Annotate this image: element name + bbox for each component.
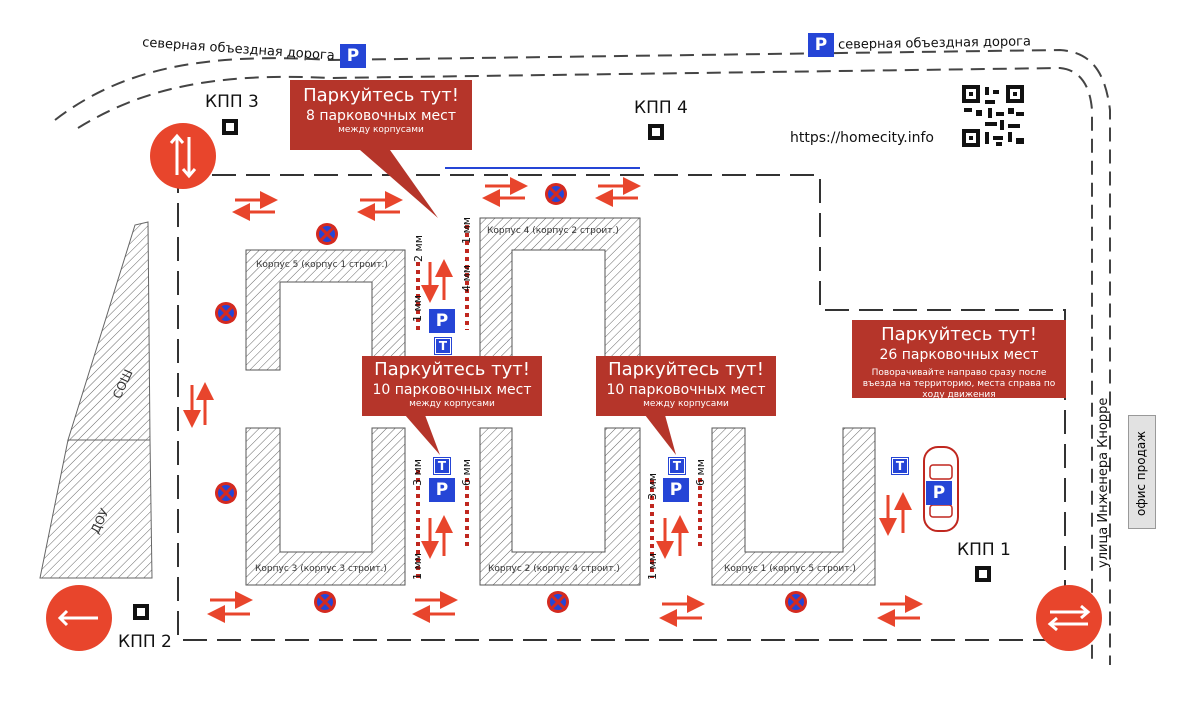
callout-count: 8 парковочных мест (305, 108, 457, 124)
callout-title: Паркуйтесь тут! (608, 359, 764, 380)
spot-count-label: 1 мм (411, 294, 424, 322)
checkpoint-1-label: КПП 1 (957, 540, 1011, 560)
checkpoint-4-icon (648, 124, 664, 140)
kindergarten-zone (39, 439, 153, 579)
callout-title: Паркуйтесь тут! (374, 359, 530, 380)
school-zone (67, 221, 151, 441)
callout-note: между корпусами (643, 399, 729, 409)
parking-callout-mid-right: Паркуйтесь тут! 10 парковочных мест межд… (596, 356, 776, 416)
dead-end-icon: T (434, 458, 450, 474)
ring-road-inner (77, 66, 1093, 665)
exit-left-icon (46, 585, 112, 651)
parking-icon: P (429, 478, 455, 502)
checkpoint-1-icon (975, 566, 991, 582)
parking-icon: P (926, 481, 952, 505)
parking-icon: P (340, 44, 366, 68)
ring-road-outer (54, 48, 1111, 665)
checkpoint-4-label: КПП 4 (634, 98, 688, 118)
parking-callout-mid-left: Паркуйтесь тут! 10 парковочных мест межд… (362, 356, 542, 416)
parking-callout-right: Паркуйтесь тут! 26 парковочных мест Пово… (852, 320, 1066, 400)
no-parking-icon (785, 591, 807, 613)
building-1-label: Корпус 1 (корпус 5 строит.) (724, 564, 856, 574)
no-parking-icon (215, 482, 237, 504)
callout-title: Паркуйтесь тут! (881, 324, 1037, 345)
spot-count-label: 6 мм (460, 458, 473, 486)
two-way-horizontal-icon (1036, 585, 1102, 651)
callout-count: 26 парковочных мест (879, 347, 1039, 363)
callout-title: Паркуйтесь тут! (303, 85, 459, 106)
spot-count-label: 3 мм (646, 472, 659, 500)
parking-icon: P (663, 478, 689, 502)
building-2-label: Корпус 2 (корпус 4 строит.) (488, 564, 620, 574)
checkpoint-2-label: КПП 2 (118, 632, 172, 652)
building-3-label: Корпус 3 (корпус 3 строит.) (255, 564, 387, 574)
no-parking-icon (316, 223, 338, 245)
spot-count-label: 1 мм (411, 552, 424, 580)
building-5-shape (245, 249, 406, 371)
building-4-shape (479, 217, 641, 371)
callout-note: Поворачивайте направо сразу после въезда… (862, 368, 1056, 400)
building-3-shape (245, 427, 406, 586)
sales-office: офис продаж (1128, 415, 1156, 529)
callout-count: 10 парковочных мест (606, 382, 766, 398)
checkpoint-3-label: КПП 3 (205, 92, 259, 112)
spot-count-label: 6 мм (694, 458, 707, 486)
site-boundary (177, 174, 1066, 641)
parking-callout-top: Паркуйтесь тут! 8 парковочных мест между… (290, 80, 472, 150)
qr-code (962, 85, 1024, 147)
callout-note: между корпусами (338, 125, 424, 135)
road-label-east: улица Инженера Кнорре (1096, 397, 1111, 568)
building-5-label: Корпус 5 (корпус 1 строит.) (256, 260, 388, 270)
parking-icon: P (429, 309, 455, 333)
spot-count-label: 4 мм (460, 264, 473, 292)
building-4-label: Корпус 4 (корпус 2 строит.) (487, 226, 619, 236)
checkpoint-3-icon (222, 119, 238, 135)
callout-note: между корпусами (409, 399, 495, 409)
dead-end-icon: T (892, 458, 908, 474)
no-parking-icon (547, 591, 569, 613)
dead-end-icon: T (669, 458, 685, 474)
building-1-shape (711, 427, 876, 586)
sales-office-label: офис продаж (1134, 430, 1148, 516)
no-parking-icon (314, 591, 336, 613)
building-2-shape (479, 427, 641, 586)
spot-count-label: 1 мм (646, 552, 659, 580)
spot-count-label: 2 мм (412, 234, 425, 262)
dead-end-icon: T (435, 338, 451, 354)
two-way-vertical-icon (150, 123, 216, 189)
website-link[interactable]: https://homecity.info (790, 130, 934, 146)
spot-count-label: 3 мм (411, 458, 424, 486)
spot-count-label: 1 мм (460, 216, 473, 244)
no-parking-icon (215, 302, 237, 324)
parking-icon: P (808, 33, 834, 57)
no-parking-icon (545, 183, 567, 205)
callout-count: 10 парковочных мест (372, 382, 532, 398)
checkpoint-2-icon (133, 604, 149, 620)
